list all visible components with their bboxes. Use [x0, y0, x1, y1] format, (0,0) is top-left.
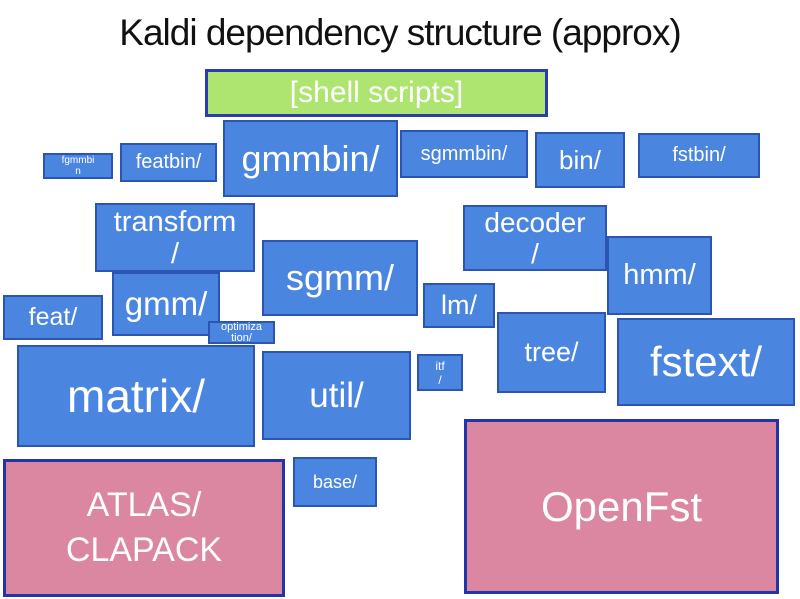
node-fstbin: fstbin/ [638, 133, 760, 178]
node-fstext: fstext/ [617, 318, 795, 406]
node-transform-label: transform / [113, 205, 237, 270]
node-lm-label: lm/ [441, 290, 477, 320]
node-optimization-label: optimiza tion/ [221, 320, 262, 344]
node-gmmbin-label: gmmbin/ [241, 137, 380, 179]
node-sgmm: sgmm/ [262, 240, 418, 316]
node-shell-scripts: [shell scripts] [205, 69, 548, 117]
node-gmm: gmm/ [112, 272, 220, 336]
node-gmmbin: gmmbin/ [223, 120, 398, 197]
node-fgmmbin-label: fgmmbi n [61, 155, 95, 177]
node-tree-label: tree/ [524, 337, 579, 367]
node-decoder-label: decoder / [484, 207, 586, 269]
node-matrix-label: matrix/ [67, 370, 205, 422]
node-atlas-clapack-label: ATLAS/ CLAPACK [65, 486, 223, 569]
node-openfst-label: OpenFst [540, 482, 703, 530]
node-gmm-label: gmm/ [124, 285, 208, 322]
node-util-label: util/ [309, 375, 364, 415]
node-matrix: matrix/ [17, 345, 255, 447]
node-util: util/ [262, 351, 411, 440]
node-bin: bin/ [535, 132, 625, 188]
node-lm: lm/ [423, 283, 495, 328]
node-base: base/ [293, 457, 377, 507]
node-hmm-label: hmm/ [623, 259, 696, 291]
node-optimization: optimiza tion/ [208, 321, 275, 344]
diagram-title: Kaldi dependency structure (approx) [119, 12, 681, 53]
node-transform: transform / [95, 203, 255, 272]
node-decoder: decoder / [463, 205, 607, 271]
node-sgmm-label: sgmm/ [286, 257, 394, 298]
node-hmm: hmm/ [607, 236, 712, 315]
node-tree: tree/ [497, 312, 606, 393]
node-atlas-clapack: ATLAS/ CLAPACK [3, 459, 285, 597]
node-itf: itf / [417, 354, 463, 391]
node-featbin: featbin/ [120, 143, 217, 182]
node-bin-label: bin/ [559, 144, 601, 175]
node-feat-label: feat/ [28, 303, 78, 331]
node-sgmmbin: sgmmbin/ [400, 130, 528, 178]
node-base-label: base/ [312, 471, 358, 492]
node-itf-label: itf / [435, 358, 445, 387]
node-fstext-label: fstext/ [649, 338, 763, 385]
node-feat: feat/ [3, 295, 103, 340]
node-openfst: OpenFst [464, 419, 779, 594]
node-featbin-label: featbin/ [135, 151, 202, 173]
node-fstbin-label: fstbin/ [672, 144, 726, 166]
node-shell-scripts-label: [shell scripts] [289, 76, 464, 109]
node-fgmmbin: fgmmbi n [43, 153, 113, 179]
node-sgmmbin-label: sgmmbin/ [420, 142, 508, 165]
